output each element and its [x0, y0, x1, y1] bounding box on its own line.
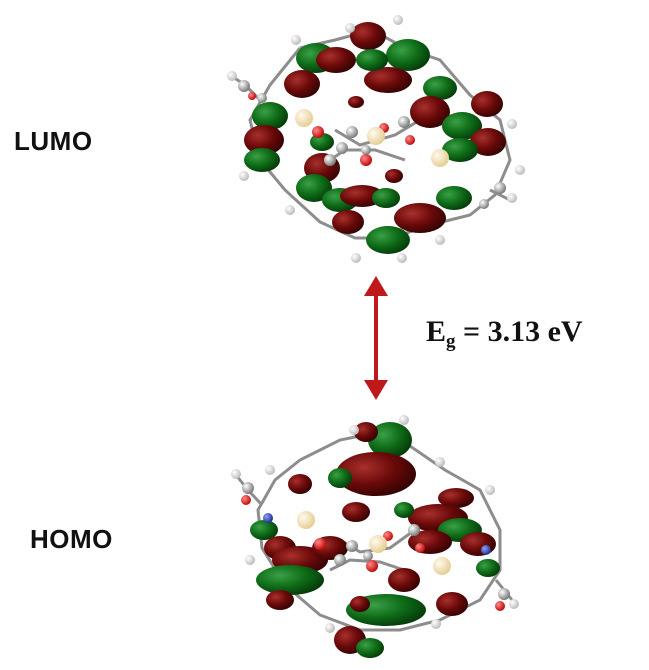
lumo-lobes [244, 22, 506, 254]
homo-label: HOMO [30, 524, 113, 554]
lumo-atoms [227, 15, 525, 263]
lumo-orbital [227, 15, 525, 263]
lumo-label: LUMO [14, 126, 93, 156]
homo-lobes [250, 422, 500, 658]
homo-orbital [231, 415, 519, 658]
energy-gap-label: Eg = 3.13 eV [426, 315, 583, 353]
energy-subscript: g [446, 331, 456, 352]
homo-atoms [231, 415, 519, 633]
energy-value: = 3.13 eV [463, 315, 583, 348]
energy-symbol: E [426, 315, 447, 348]
energy-gap-arrow [364, 276, 388, 400]
